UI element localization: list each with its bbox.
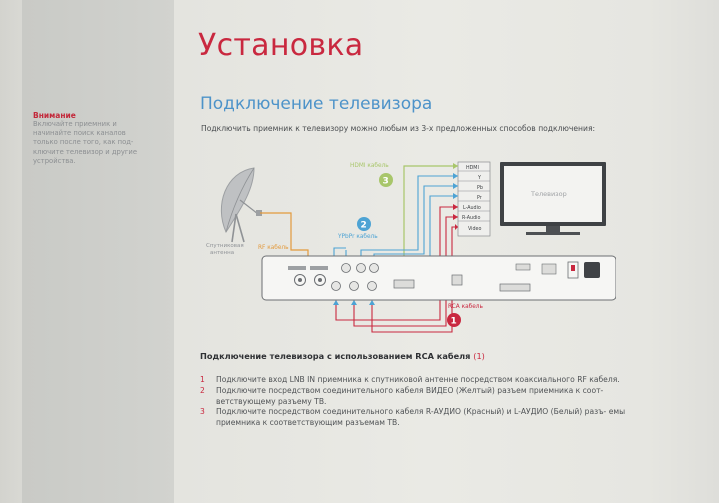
rca-arrow-up-2 xyxy=(351,300,357,305)
ypbpr-arrow-pr xyxy=(453,193,458,199)
receiver-panel xyxy=(261,255,616,301)
hdmi-cable xyxy=(403,165,458,286)
intro-text: Подключить приемник к телевизору можно л… xyxy=(201,124,596,133)
rf-label: RF кабель xyxy=(258,245,289,251)
tv-port-pb: Pb xyxy=(477,185,483,191)
step-number: 3 xyxy=(200,407,205,417)
note-text: Включайте приемник и начинайте поиск кан… xyxy=(33,120,138,165)
hdmi-label: HDMI кабель xyxy=(350,163,389,169)
dish-label-1: Спутниковая xyxy=(206,243,244,249)
tv-port-panel xyxy=(457,161,491,237)
rca-cable xyxy=(335,206,458,333)
section-heading: Подключение телевизора с использованием … xyxy=(200,351,485,361)
step-text: Подключите посредством соединительного к… xyxy=(216,407,626,428)
step-text: Подключите вход LNB IN приемника к спутн… xyxy=(216,375,620,384)
hdmi-arrow-icon xyxy=(453,163,458,169)
rca-arrow-icon xyxy=(453,204,458,210)
badge-2-label: 2 xyxy=(361,221,367,231)
section-heading-num: (1) xyxy=(473,351,485,361)
connection-diagram: Спутниковая антенна RF кабель Телевизор … xyxy=(206,161,616,333)
step-number: 1 xyxy=(200,375,205,384)
badge-2 xyxy=(357,217,371,231)
ypbpr-arrow-pb xyxy=(453,183,458,189)
section-heading-text: Подключение телевизора с использованием … xyxy=(200,351,471,361)
step-list: 1 Подключите вход LNB IN приемника к спут… xyxy=(200,375,640,429)
list-item: 1 Подключите вход LNB IN приемника к спут… xyxy=(200,375,640,386)
satellite-dish-icon xyxy=(220,167,262,243)
ypbpr-label: YPbPr кабель xyxy=(337,234,378,240)
rca-arrow-r xyxy=(453,214,458,220)
tv-port-r-audio: R-Audio xyxy=(462,215,480,221)
note-title: Внимание xyxy=(33,111,76,120)
tv-label: Телевизор xyxy=(530,190,567,198)
tv-port-pr: Pr xyxy=(477,195,482,201)
rca-arrow-v xyxy=(455,224,458,230)
rca-label: RCA кабель xyxy=(448,304,483,310)
tv-port-hdmi: HDMI xyxy=(466,165,479,171)
badge-1-label: 1 xyxy=(451,317,457,327)
badge-3 xyxy=(379,173,393,187)
step-number: 2 xyxy=(200,385,205,395)
sidebar xyxy=(22,0,174,503)
tv-port-l-audio: L-Audio xyxy=(463,205,481,211)
badge-1 xyxy=(447,313,461,327)
ypbpr-cable xyxy=(333,175,458,260)
tv-icon xyxy=(500,162,606,235)
rca-arrow-up-3 xyxy=(369,300,375,305)
list-item: 2 Подключите посредством соединительного … xyxy=(200,386,640,408)
rca-arrow-up-1 xyxy=(333,300,339,305)
ypbpr-arrow-icon xyxy=(453,173,458,179)
tv-port-y: Y xyxy=(477,175,481,181)
dish-label-2: антенна xyxy=(210,250,234,256)
step-text: Подключите посредством соединительного к… xyxy=(216,385,604,406)
badge-3-label: 3 xyxy=(383,177,389,187)
rf-cable xyxy=(260,212,309,262)
tv-port-labels: HDMI Y Pb Pr L-Audio R-Audio Video xyxy=(462,165,483,232)
tv-port-video: Video xyxy=(468,226,482,232)
list-item: 3 Подключите посредством соединительного … xyxy=(200,407,640,429)
page-title: Установка xyxy=(198,28,364,63)
page-subtitle: Подключение телевизора xyxy=(200,94,433,114)
